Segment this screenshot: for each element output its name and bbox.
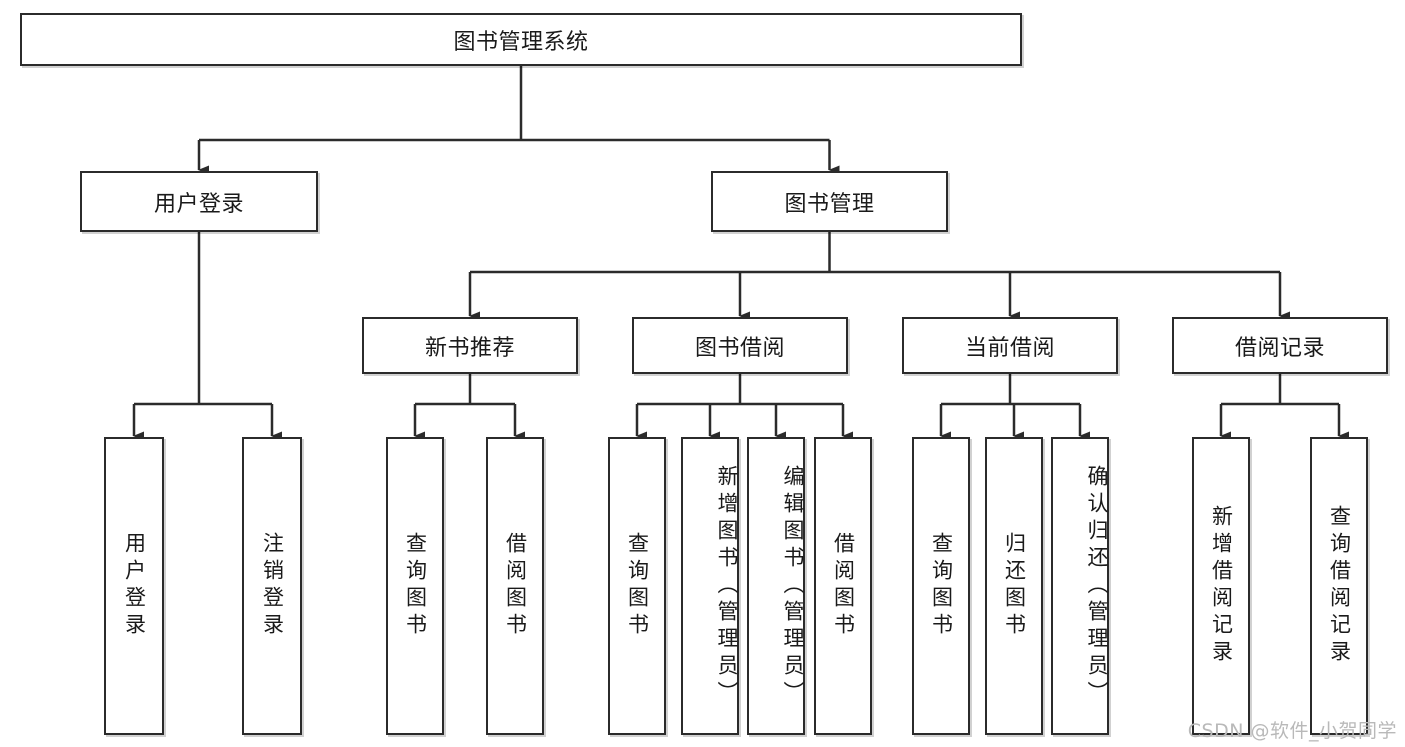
node-root[interactable]: 图书管理系统 <box>20 13 1022 66</box>
node-book-borrow[interactable]: 图书借阅 <box>632 317 848 374</box>
node-leaf-user-login[interactable]: 用户登录 <box>104 437 164 735</box>
node-label: 借阅记录 <box>1234 335 1325 361</box>
node-leaf-edit-book[interactable]: 编辑图书（管理员） <box>747 437 805 735</box>
node-label: 图书借阅 <box>694 335 785 361</box>
node-user-login[interactable]: 用户登录 <box>80 171 318 232</box>
node-label: 用户登录 <box>122 532 147 640</box>
node-label: 当前借阅 <box>964 335 1055 361</box>
node-label: 查询图书 <box>929 532 954 640</box>
node-current-borrow[interactable]: 当前借阅 <box>902 317 1118 374</box>
node-leaf-query-book-2[interactable]: 查询图书 <box>608 437 666 735</box>
node-label: 注销登录 <box>260 532 285 640</box>
node-label: 新增借阅记录 <box>1209 505 1234 667</box>
node-new-book-recommend[interactable]: 新书推荐 <box>362 317 578 374</box>
node-leaf-logout[interactable]: 注销登录 <box>242 437 302 735</box>
node-leaf-query-book-1[interactable]: 查询图书 <box>386 437 444 735</box>
node-label: 归还图书 <box>1002 532 1027 640</box>
node-label: 编辑图书（管理员） <box>781 464 805 708</box>
node-label: 查询借阅记录 <box>1327 505 1352 667</box>
node-leaf-borrow-book-2[interactable]: 借阅图书 <box>814 437 872 735</box>
node-leaf-borrow-book-1[interactable]: 借阅图书 <box>486 437 544 735</box>
node-leaf-query-record[interactable]: 查询借阅记录 <box>1310 437 1368 735</box>
node-leaf-add-book[interactable]: 新增图书（管理员） <box>681 437 739 735</box>
node-leaf-query-book-3[interactable]: 查询图书 <box>912 437 970 735</box>
node-label: 新书推荐 <box>424 335 515 361</box>
node-label: 确认归还（管理员） <box>1085 464 1109 708</box>
node-label: 新增图书（管理员） <box>715 464 739 708</box>
node-borrow-record[interactable]: 借阅记录 <box>1172 317 1388 374</box>
node-label: 图书管理系统 <box>453 29 589 55</box>
node-label: 借阅图书 <box>503 532 528 640</box>
node-leaf-return-book[interactable]: 归还图书 <box>985 437 1043 735</box>
node-label: 图书管理 <box>784 191 875 217</box>
node-label: 用户登录 <box>153 191 244 217</box>
node-leaf-add-record[interactable]: 新增借阅记录 <box>1192 437 1250 735</box>
node-leaf-confirm-return[interactable]: 确认归还（管理员） <box>1051 437 1109 735</box>
node-label: 查询图书 <box>625 532 650 640</box>
node-label: 借阅图书 <box>831 532 856 640</box>
node-book-manage[interactable]: 图书管理 <box>711 171 948 232</box>
edge-paths <box>132 66 1349 441</box>
node-label: 查询图书 <box>403 532 428 640</box>
